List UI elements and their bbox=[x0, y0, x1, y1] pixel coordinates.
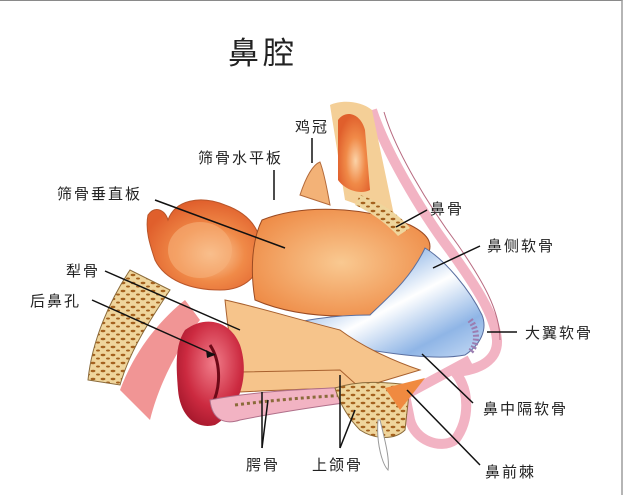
label-lateral-cartilage: 鼻侧软骨 bbox=[487, 237, 556, 255]
label-nasal-bone: 鼻骨 bbox=[430, 200, 465, 218]
label-choana: 后鼻孔 bbox=[30, 292, 82, 310]
label-palatine-bone: 腭骨 bbox=[246, 456, 281, 474]
label-vomer: 犁骨 bbox=[66, 262, 101, 280]
label-anterior-nasal-spine: 鼻前棘 bbox=[485, 463, 537, 481]
label-maxilla: 上颌骨 bbox=[312, 456, 364, 474]
label-crista-galli: 鸡冠 bbox=[295, 118, 330, 136]
label-perpendicular-plate: 筛骨垂直板 bbox=[57, 185, 143, 203]
label-cribriform-plate: 筛骨水平板 bbox=[198, 149, 284, 167]
diagram-title: 鼻腔 bbox=[228, 36, 298, 72]
label-septal-cartilage: 鼻中隔软骨 bbox=[483, 400, 569, 418]
label-alar-cartilage: 大翼软骨 bbox=[525, 324, 594, 342]
